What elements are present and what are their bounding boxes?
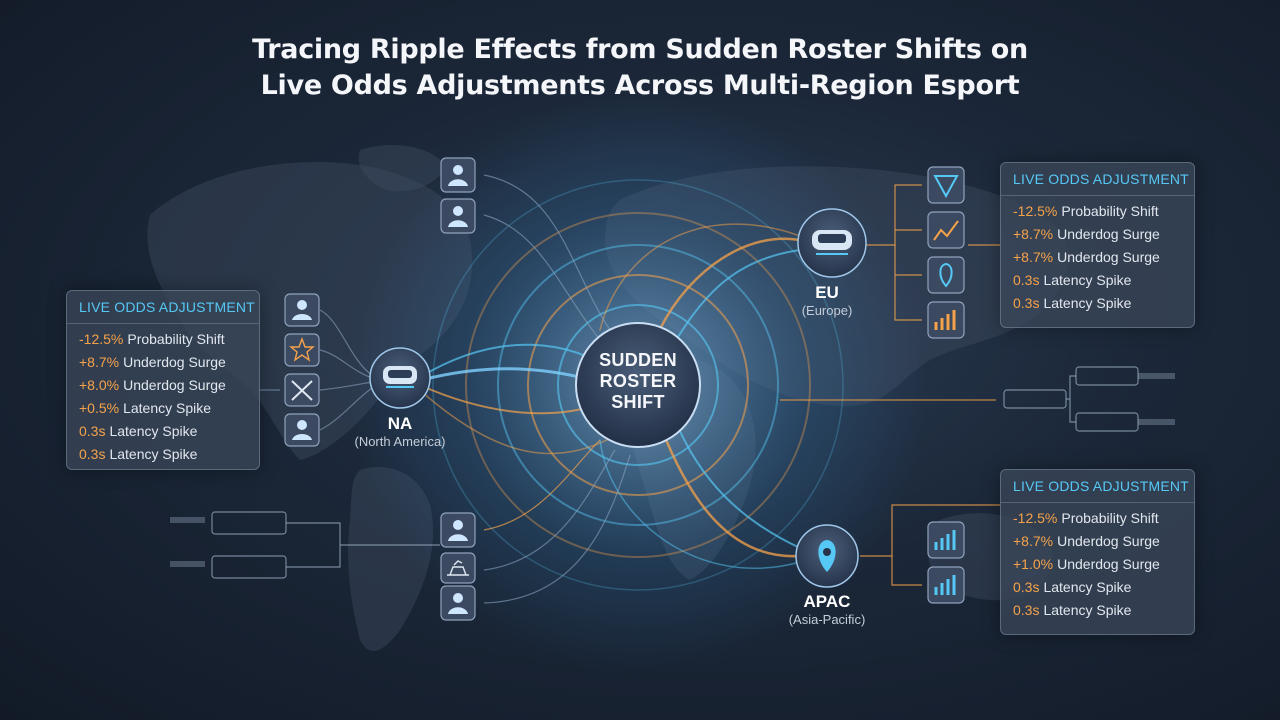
odds-row: -12.5%Probability Shift (79, 328, 259, 351)
na-name: (North America) (354, 434, 446, 449)
bracket-left (170, 511, 440, 579)
apac-code: APAC (803, 592, 851, 611)
apac-name: (Asia-Pacific) (788, 612, 866, 627)
odds-label: Latency Spike (109, 423, 198, 439)
na-hub (369, 347, 431, 409)
location-pin-icon (927, 256, 965, 294)
odds-row: +8.7%Underdog Surge (1013, 246, 1194, 269)
odds-value: +8.7% (79, 354, 120, 370)
connector-lines (258, 174, 1000, 604)
esports-desk-icon (440, 552, 476, 584)
na-region-label: NA (North America) (330, 414, 470, 449)
apac-odds-panel: LIVE ODDS ADJUSTMENT -12.5%Probability S… (1000, 469, 1195, 635)
center-line-2: ROSTER (599, 371, 677, 391)
na-odds-panel: LIVE ODDS ADJUSTMENT -12.5%Probability S… (66, 290, 260, 470)
player-icon (440, 585, 476, 621)
odds-label: Latency Spike (109, 446, 198, 462)
odds-row: +8.0%Underdog Surge (79, 374, 259, 397)
odds-value: +8.7% (1013, 533, 1054, 549)
odds-label: Latency Spike (1043, 602, 1132, 618)
title-line-1: Tracing Ripple Effects from Sudden Roste… (252, 34, 1028, 65)
center-node (575, 322, 701, 448)
odds-row: -12.5%Probability Shift (1013, 507, 1194, 530)
player-icon (440, 157, 476, 193)
crossed-swords-icon (284, 373, 320, 407)
odds-label: Underdog Surge (123, 377, 226, 393)
odds-label: Latency Spike (1043, 579, 1132, 595)
bracket-right (1003, 366, 1175, 432)
bar-chart-icon (927, 301, 965, 339)
eu-name: (Europe) (801, 303, 853, 318)
odds-label: Underdog Surge (1057, 533, 1160, 549)
odds-value: 0.3s (1013, 579, 1040, 595)
odds-value: +8.7% (1013, 226, 1054, 242)
page-title: Tracing Ripple Effects from Sudden Roste… (0, 32, 1280, 104)
odds-label: Probability Shift (127, 331, 225, 347)
odds-value: 0.3s (1013, 295, 1040, 311)
apac-panel-heading: LIVE ODDS ADJUSTMENT (1001, 470, 1194, 503)
odds-value: 0.3s (79, 446, 106, 462)
shield-emblem-icon (927, 166, 965, 204)
odds-row: +8.7%Underdog Surge (1013, 223, 1194, 246)
center-line-1: SUDDEN (599, 350, 677, 370)
na-panel-heading: LIVE ODDS ADJUSTMENT (67, 291, 259, 324)
odds-value: +8.0% (79, 377, 120, 393)
odds-value: 0.3s (79, 423, 106, 439)
flow-streams (420, 223, 802, 569)
icon-tiles (284, 157, 965, 621)
odds-value: +0.5% (79, 400, 120, 416)
star-icon (284, 333, 320, 367)
odds-label: Underdog Surge (123, 354, 226, 370)
odds-label: Underdog Surge (1057, 249, 1160, 265)
odds-row: +0.5%Latency Spike (79, 397, 259, 420)
odds-label: Probability Shift (1061, 203, 1159, 219)
bar-chart-icon (927, 566, 965, 604)
map-greenland (358, 145, 445, 192)
eu-panel-heading: LIVE ODDS ADJUSTMENT (1001, 163, 1194, 196)
eu-region-label: EU (Europe) (757, 283, 897, 318)
title-line-2: Live Odds Adjustments Across Multi-Regio… (260, 70, 1020, 101)
odds-label: Latency Spike (123, 400, 212, 416)
odds-value: -12.5% (1013, 510, 1058, 526)
odds-value: +8.7% (1013, 249, 1054, 265)
odds-label: Underdog Surge (1057, 556, 1160, 572)
player-icon (284, 293, 320, 327)
odds-value: +1.0% (1013, 556, 1054, 572)
trend-chart-icon (927, 211, 965, 249)
player-icon (284, 413, 320, 447)
odds-row: +1.0%Underdog Surge (1013, 553, 1194, 576)
eu-code: EU (815, 283, 839, 302)
odds-label: Latency Spike (1043, 295, 1132, 311)
odds-row: -12.5%Probability Shift (1013, 200, 1194, 223)
odds-value: -12.5% (1013, 203, 1058, 219)
eu-hub (797, 208, 867, 278)
odds-value: 0.3s (1013, 272, 1040, 288)
odds-label: Probability Shift (1061, 510, 1159, 526)
center-line-3: SHIFT (611, 392, 665, 412)
player-icon (440, 512, 476, 548)
apac-region-label: APAC (Asia-Pacific) (757, 592, 897, 627)
eu-odds-panel: LIVE ODDS ADJUSTMENT -12.5%Probability S… (1000, 162, 1195, 328)
odds-row: +8.7%Underdog Surge (79, 351, 259, 374)
odds-label: Latency Spike (1043, 272, 1132, 288)
apac-hub (795, 524, 859, 588)
odds-value: 0.3s (1013, 602, 1040, 618)
odds-label: Underdog Surge (1057, 226, 1160, 242)
player-icon (440, 198, 476, 234)
odds-row: +8.7%Underdog Surge (1013, 530, 1194, 553)
bar-chart-icon (927, 521, 965, 559)
na-code: NA (387, 414, 413, 433)
center-label: SUDDEN ROSTER SHIFT (578, 350, 698, 413)
odds-value: -12.5% (79, 331, 124, 347)
